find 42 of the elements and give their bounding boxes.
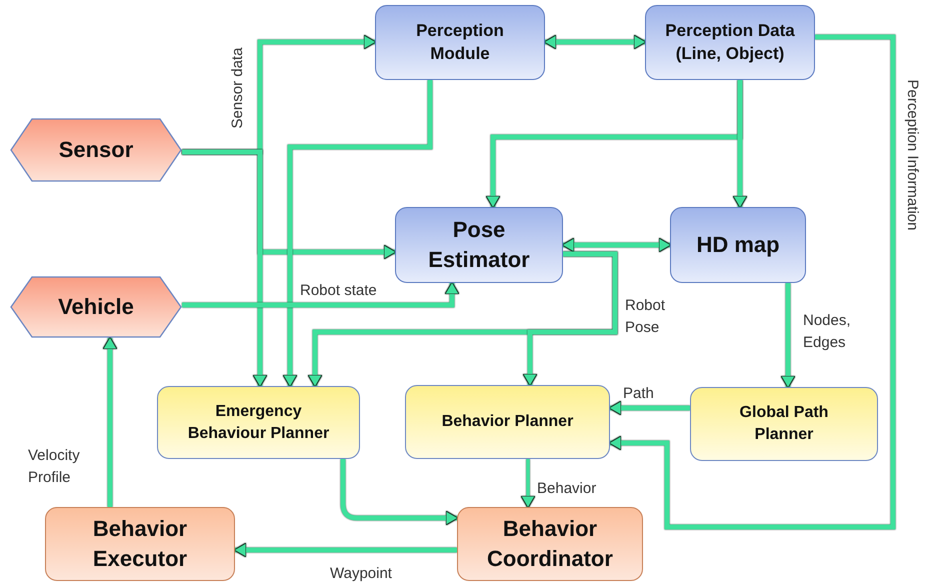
arrow [234, 542, 457, 558]
arrow [562, 238, 672, 252]
process-box [645, 5, 815, 80]
arrow [608, 34, 896, 530]
process-box [375, 5, 545, 80]
hexagon-node [10, 276, 182, 338]
node-label: Sensor [58, 136, 134, 164]
node-label: Perception Data (Line, Object) [664, 20, 796, 64]
node-label: Perception Module [415, 20, 505, 64]
process-box [395, 207, 563, 283]
process-box [457, 507, 643, 581]
arrow [182, 282, 460, 308]
node-label: HD map [696, 231, 780, 260]
node-label: Global Path Planner [738, 403, 830, 445]
edge-label: Perception Information [902, 80, 922, 230]
edge-label: Robot state [300, 281, 378, 301]
edge-label: Velocity Profile [28, 446, 81, 488]
arrow [282, 80, 432, 388]
edge-label: Robot Pose [625, 296, 666, 338]
edge-label: Nodes, Edges [803, 311, 852, 353]
process-box [670, 207, 806, 283]
arrow [102, 336, 118, 507]
node-label: Vehicle [58, 293, 134, 322]
arrow [608, 400, 690, 416]
process-box [690, 387, 878, 461]
arrow [340, 459, 458, 526]
node-label: Pose Estimator [427, 216, 531, 274]
node-label: Behavior Executor [92, 515, 188, 573]
node-label: Emergency Behaviour Planner [186, 402, 330, 444]
hexagon-node [10, 118, 182, 182]
edge-label: Behavior [537, 479, 598, 499]
edge-label: Sensor data [228, 48, 248, 128]
process-box [45, 507, 235, 581]
process-box [157, 386, 360, 459]
edge-label: Path [623, 384, 655, 404]
edge-label: Waypoint [330, 564, 393, 584]
arrow [544, 34, 646, 50]
node-label: Behavior Coordinator [486, 515, 614, 573]
arrow [780, 283, 796, 388]
arrow [520, 459, 536, 508]
process-box [405, 385, 610, 459]
node-label: Behavior Planner [442, 412, 574, 432]
